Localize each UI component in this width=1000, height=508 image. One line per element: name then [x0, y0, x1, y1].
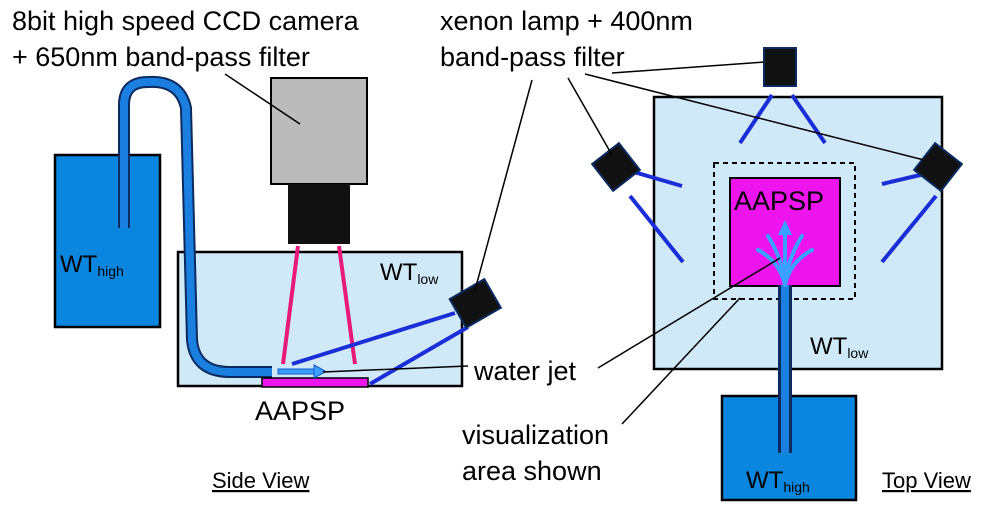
camera-leader-line [224, 73, 301, 125]
top-low-tank-label: WTlow [810, 333, 869, 361]
lamp-leader-top [611, 61, 765, 74]
side-low-tank [176, 250, 464, 388]
top-view-label: Top View [882, 468, 971, 493]
camera-label-line2: + 650nm band-pass filter [12, 42, 310, 72]
side-light-ray-lower [368, 325, 470, 386]
side-xenon-lamp [448, 277, 503, 330]
top-high-wt: WT [746, 467, 784, 494]
top-low-wt: WT [810, 333, 848, 360]
top-aapsp-label: AAPSP [734, 186, 824, 216]
top-water-jet-arrows [756, 230, 814, 287]
top-supply-tube [778, 285, 792, 453]
lamp-leader-right [584, 73, 925, 161]
side-aapsp-plate [261, 377, 369, 388]
side-high-wt: WT [60, 251, 98, 278]
lamp-label-line1: xenon lamp + 400nm [440, 6, 693, 36]
side-low-tank-label: WTlow [380, 259, 439, 287]
side-low-wt: WT [380, 259, 418, 286]
top-low-sub: low [847, 345, 869, 361]
camera-ray-left [281, 245, 300, 365]
top-xenon-lamp-right [912, 141, 964, 193]
top-xenon-lamp-left [590, 141, 642, 193]
top-high-sub: high [783, 479, 809, 495]
vis-area-label-line2: area shown [462, 456, 602, 486]
top-jet-arrowhead [778, 220, 792, 235]
lamp-leader-line-side [474, 79, 533, 291]
top-high-tank-label: WThigh [746, 467, 810, 495]
vis-area-label-line1: visualization [462, 420, 609, 450]
top-xenon-lamp-top [763, 47, 797, 87]
side-high-sub: high [97, 263, 123, 279]
side-supply-tube [118, 75, 272, 378]
side-high-tank [53, 153, 162, 329]
camera-lens [288, 184, 350, 244]
camera-label-line1: 8bit high speed CCD camera [12, 6, 360, 36]
top-light-rays [628, 93, 938, 264]
vis-area-leader [621, 297, 741, 425]
side-low-sub: low [417, 271, 439, 287]
side-high-tank-label: WThigh [60, 251, 124, 279]
side-light-ray-upper [291, 311, 456, 366]
side-aapsp-label: AAPSP [255, 396, 345, 426]
lamp-leader-left [567, 77, 613, 156]
water-jet-leader-side [322, 365, 469, 373]
water-jet-leader-top [597, 257, 781, 369]
visualization-area-box [713, 162, 856, 300]
side-water-jet-arrow [277, 364, 328, 379]
side-view-label: Side View [212, 468, 310, 493]
water-jet-label: water jet [473, 356, 577, 386]
camera-body [270, 77, 368, 185]
lamp-label-line2: band-pass filter [440, 42, 625, 72]
